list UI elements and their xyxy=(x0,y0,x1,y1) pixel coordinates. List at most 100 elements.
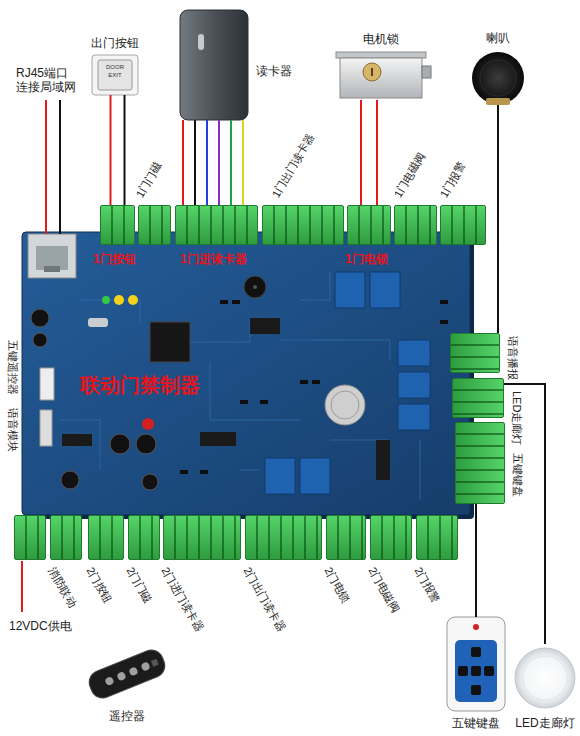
rj45-jack xyxy=(28,234,76,278)
terminal-block: 2门进门读卡器 xyxy=(163,515,241,560)
label-holder: 语音播报 xyxy=(506,336,519,380)
terminal-block: 五键键盘 xyxy=(455,422,505,504)
speaker xyxy=(480,60,516,96)
relay xyxy=(265,458,295,494)
remote-control xyxy=(116,671,126,681)
rj45-jack xyxy=(28,234,76,278)
power-lead xyxy=(21,561,23,612)
backup-battery xyxy=(331,391,359,419)
card-reader xyxy=(180,10,248,120)
wire xyxy=(376,100,378,205)
backup-battery xyxy=(325,385,365,425)
smd-part xyxy=(440,320,448,324)
terminal-block: 1门电磁阀 xyxy=(394,205,437,245)
led-lamp: LED走廊灯 xyxy=(516,644,574,712)
label-holder: 1门报警 xyxy=(438,160,469,200)
pcb-trace xyxy=(280,340,390,360)
motor-lock xyxy=(371,68,373,76)
smd-part xyxy=(180,300,448,474)
terminal-block: LED走廊灯 xyxy=(452,378,504,418)
label-holder: 五键键盘 xyxy=(511,453,524,497)
label-holder: LED走廊灯 xyxy=(510,391,523,445)
remote-control xyxy=(151,659,159,667)
smd-part xyxy=(180,470,188,474)
node-label: 1门门磁 xyxy=(134,160,164,200)
controller-board: 1门按钮1门门磁1门进读卡器1门出门读卡器1门电锁1门电磁阀1门报警语音播报LE… xyxy=(22,232,470,515)
led-lamp xyxy=(515,648,575,708)
card-reader: 读卡器 xyxy=(180,10,248,120)
keypad xyxy=(455,640,497,702)
speaker xyxy=(472,52,524,105)
node-label: 五键键盘 xyxy=(452,716,500,730)
remote-control xyxy=(128,666,138,676)
node-label: 出门按钮 xyxy=(91,36,139,50)
node-label: 消防联动 xyxy=(47,565,79,609)
wire xyxy=(218,120,220,205)
microcontroller-chip xyxy=(250,318,280,334)
node-label: 2门按钮 xyxy=(85,565,115,605)
smd-part xyxy=(300,380,308,384)
wire-connector xyxy=(504,384,545,644)
wire xyxy=(504,384,545,644)
label-holder: 2门电锁 xyxy=(322,565,353,605)
label-holder: 消防联动 xyxy=(46,565,79,610)
smd-part xyxy=(232,300,240,304)
led-lamp xyxy=(515,648,575,708)
node-label: 遥控器 xyxy=(109,709,145,723)
terminal-block: 2门电锁 xyxy=(326,515,366,560)
reset-button xyxy=(142,418,154,430)
port-note: RJ45端口 连接局域网 xyxy=(16,66,76,94)
keypad xyxy=(471,666,481,676)
keypad: 五键键盘 xyxy=(447,617,505,711)
wire-connector xyxy=(498,105,499,333)
capacitor xyxy=(33,333,47,347)
remote-control xyxy=(104,676,114,686)
keypad xyxy=(473,624,479,630)
label-holder: 1门电锁 xyxy=(345,252,388,266)
controller-board xyxy=(22,232,470,515)
terminal-block: 2门门磁 xyxy=(128,515,160,560)
wire-connector xyxy=(183,120,243,205)
node-label: 1门出门读卡器 xyxy=(270,131,316,199)
label-holder: 1门按钮 xyxy=(93,252,136,266)
smd-part xyxy=(312,380,320,384)
node-label: 联动门禁制器 xyxy=(80,374,200,396)
node-label: 读卡器 xyxy=(256,64,292,78)
node-label: 2门门磁 xyxy=(125,565,155,605)
wire-connector xyxy=(476,504,477,617)
speaker xyxy=(486,98,510,105)
node-label: 五键键盘 xyxy=(512,453,524,497)
remote-control: 遥控器 xyxy=(88,645,166,701)
header-label: 语音模块 xyxy=(7,408,19,452)
remote-control xyxy=(86,646,169,701)
label-holder: 2门出门读卡器 xyxy=(241,565,288,634)
pcb-trace xyxy=(240,470,260,471)
smd-part xyxy=(440,300,448,304)
exit-button xyxy=(98,60,132,90)
capacitor xyxy=(110,434,130,454)
label-holder: 五键遥控器 xyxy=(6,340,19,395)
pcb-trace xyxy=(300,272,330,300)
relay xyxy=(370,272,400,308)
node-label: 1门报警 xyxy=(438,160,468,200)
node-label: 1门进读卡器 xyxy=(180,252,247,266)
led-lamp xyxy=(523,656,567,700)
exit-button xyxy=(92,55,138,95)
pcb-trace xyxy=(190,320,250,342)
buzzer xyxy=(253,285,257,289)
terminal-block: 2门按钮 xyxy=(88,515,124,560)
node-label: 1门电磁阀 xyxy=(392,150,427,199)
motor-lock xyxy=(336,52,431,98)
label-holder: 2门门磁 xyxy=(124,565,155,605)
card-reader xyxy=(180,10,248,120)
exit-button xyxy=(92,55,138,95)
buzzer xyxy=(244,276,266,298)
capacitor xyxy=(31,309,49,327)
node-label: 1门按钮 xyxy=(93,252,136,266)
terminal-block: 1门按钮 xyxy=(100,205,135,245)
node-label: 2门出门读卡器 xyxy=(242,565,288,633)
terminal-block: 语音播报 xyxy=(450,333,500,373)
node-label: LED走廊灯 xyxy=(511,391,523,445)
